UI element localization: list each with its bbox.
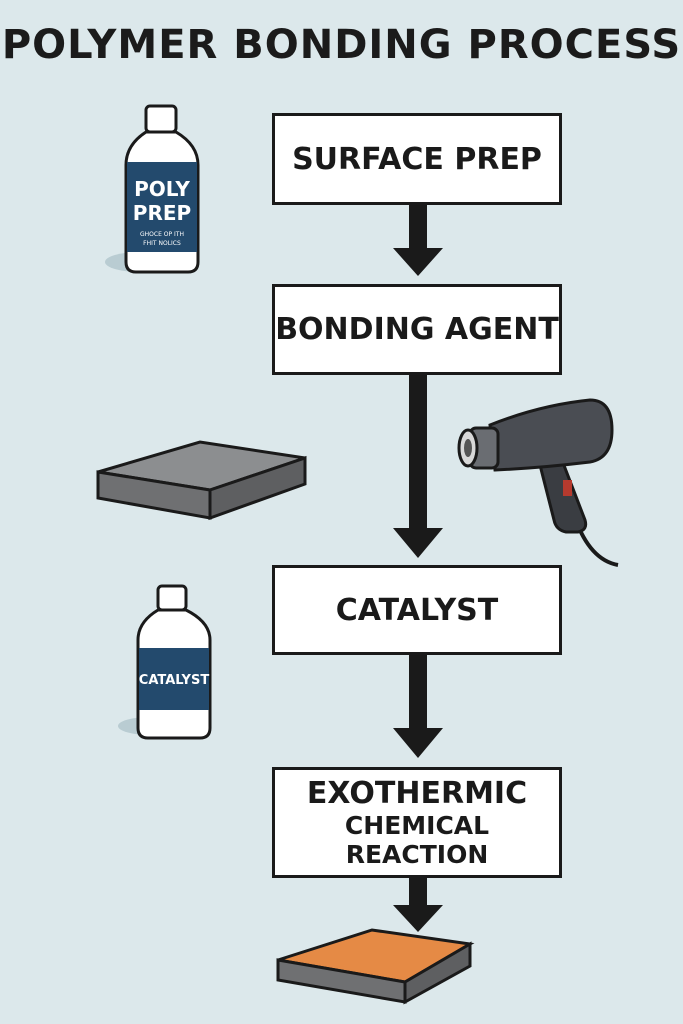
arrow-3 <box>393 655 443 758</box>
orange-bonded-slab-icon <box>276 928 475 1005</box>
step-bonding-agent: BONDING AGENT <box>272 284 562 375</box>
bottle-small-2: FHIT NOLICS <box>143 240 181 247</box>
bottle-label-line1: POLY <box>134 177 190 201</box>
catalyst-bottle-label: CATALYST <box>139 673 210 688</box>
poly-prep-bottle-icon: POLY PREP GHOCE OP ITH FHIT NOLICS <box>105 104 200 274</box>
bottle-label-line2: PREP <box>133 201 191 225</box>
step-surface-prep: SURFACE PREP <box>272 113 562 205</box>
step-label: SURFACE PREP <box>292 141 542 177</box>
step-label-line2: CHEMICAL REACTION <box>344 811 490 869</box>
bottle-small-1: GHOCE OP ITH <box>140 231 184 238</box>
catalyst-bottle-icon: CATALYST <box>118 584 212 740</box>
arrow-2 <box>393 375 443 558</box>
arrow-1 <box>393 205 443 276</box>
step-label: BONDING AGENT <box>275 312 559 347</box>
step-label-line1: EXOTHERMIC <box>306 776 528 811</box>
step-exothermic-reaction: EXOTHERMIC CHEMICAL REACTION <box>272 767 562 878</box>
page-title: POLYMER BONDING PROCESS <box>1 22 682 68</box>
heat-gun-icon <box>457 398 619 567</box>
step-label: CATALYST <box>335 592 499 628</box>
arrow-4 <box>393 878 443 932</box>
gray-polymer-slab-icon <box>96 440 307 521</box>
step-catalyst: CATALYST <box>272 565 562 655</box>
